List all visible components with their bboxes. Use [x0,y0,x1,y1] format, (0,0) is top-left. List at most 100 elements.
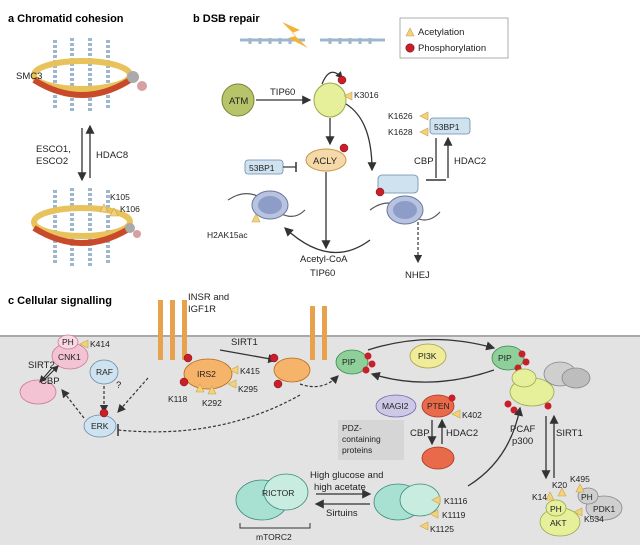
k402-label: K402 [462,410,482,420]
atm-label: ATM [229,96,248,107]
acetylation-triangle-icon [405,27,415,37]
pten-acetylated [421,446,455,470]
esco1-label: ESCO1, [36,144,71,155]
panel-a: a Chromatid cohesion SMC3 ESCO1, ESCO2 H… [8,13,147,266]
smc3-label: SMC3 [16,71,42,82]
k1119-label: K1119 [442,510,466,520]
sirtuins-label: Sirtuins [326,508,358,519]
magi2-label: MAGI2 [382,401,409,411]
k118-label: K118 [168,394,187,404]
high-glucose-line-2: high acetate [314,482,366,493]
erk-label: ERK [91,421,109,431]
acly-protein [305,148,347,172]
legend-phosphorylation: Phosphorylation [418,43,486,54]
insr-label-1: INSR and [188,292,229,303]
panel-b-title: b DSB repair [193,13,260,25]
pdz-line-2: containing [342,434,381,444]
k14-label: K14 [532,492,547,502]
ph-cnk1-label: PH [62,337,74,347]
hdac8-label: HDAC8 [96,150,128,161]
legend: Acetylation Phosphorylation [399,17,509,59]
magi2-protein [375,394,417,418]
k295-label: K295 [238,384,258,394]
53bp1-right [429,117,471,135]
k20-label: K20 [552,480,567,490]
hdac2-label: HDAC2 [454,156,486,167]
esco2-label: ESCO2 [36,156,68,167]
pi3k-label: PI3K [418,351,437,361]
akt-pdk1-complex [539,483,623,537]
k105-label: K105 [110,192,130,202]
raf-label: RAF [96,367,113,377]
acetyl-coa-label: Acetyl-CoA [300,254,348,265]
cohesin-ring-bottom [31,188,141,266]
akt-label: AKT [550,518,567,528]
k1125-label: K1125 [430,524,454,534]
pcaf-label: PCAF [510,424,536,435]
pdz-box [338,420,404,460]
insr-receptor-right [310,306,327,360]
cbp-label: CBP [414,156,434,167]
rictor-label: RICTOR [262,488,294,498]
insr-receptor-left [158,300,187,360]
53bp1-left-label: 53BP1 [249,163,275,173]
panel-c: c Cellular signalling INSR and IGF1R SIR… [0,292,640,545]
legend-acetylation: Acetylation [418,27,464,38]
pip-right-label: PIP [498,353,512,363]
panel-b: b DSB repair ATM TIP60 K3016 ACLY [193,13,486,281]
nhej-label: NHEJ [405,270,430,281]
53bp1-right-label: 53BP1 [434,122,460,132]
k495-label: K495 [570,474,590,484]
erk-protein [83,414,117,438]
pdz-line-1: PDZ- [342,423,362,433]
pten-label: PTEN [427,401,450,411]
k534-label: K534 [584,514,604,524]
irs2-label: IRS2 [197,369,216,379]
panel-a-title: a Chromatid cohesion [8,13,124,25]
sirt1-top-label: SIRT1 [231,337,258,348]
ph-pdk1-label: PH [581,492,593,502]
k414-label: K414 [90,339,110,349]
pdk1-label: PDK1 [593,504,615,514]
tip60-top-label: TIP60 [270,87,295,98]
sirt2-protein [19,379,57,405]
cbp-left-label: CBP [40,376,60,387]
pi3k-protein [409,343,447,369]
ph-akt-label: PH [550,504,562,514]
irs2-deacetylated [273,357,311,383]
nucleosome-right [369,174,441,225]
atm-acetylated-protein [313,82,347,118]
sirt2-label: SIRT2 [28,360,55,371]
pip-left-label: PIP [342,357,356,367]
dna-damage-bolt-icon [282,22,308,48]
cbp-mid-label: CBP [410,428,430,439]
k1626-label: K1626 [388,111,413,121]
pten-protein [421,394,455,418]
pdz-line-3: proteins [342,445,372,455]
cnk1-label: CNK1 [58,352,81,362]
hdac2-mid-label: HDAC2 [446,428,478,439]
cohesin-ring-top [31,38,147,112]
tip60-bottom-label: TIP60 [310,268,335,279]
sirt1-right-label: SIRT1 [556,428,583,439]
k1628-label: K1628 [388,127,413,137]
k106-label: K106 [120,204,140,214]
insr-label-2: IGF1R [188,304,216,315]
nucleosome-left [227,190,306,220]
mtorc2-label: mTORC2 [256,532,292,542]
k3016-label: K3016 [354,90,379,100]
h2ak15ac-label: H2AK15ac [207,230,248,240]
akt-complex-top [504,361,591,414]
pip-right-protein [491,345,525,371]
phosphorylation-dot-icon [405,43,415,53]
pip-left-protein [335,349,369,375]
raf-protein [89,359,119,385]
high-glucose-line-1: High glucose and [310,470,383,481]
atm-protein [221,83,255,117]
acly-label: ACLY [313,156,338,167]
panel-c-title: c Cellular signalling [8,295,112,307]
k415-label: K415 [240,366,260,376]
irs2-protein [183,358,233,390]
k1116-label: K1116 [444,496,468,506]
